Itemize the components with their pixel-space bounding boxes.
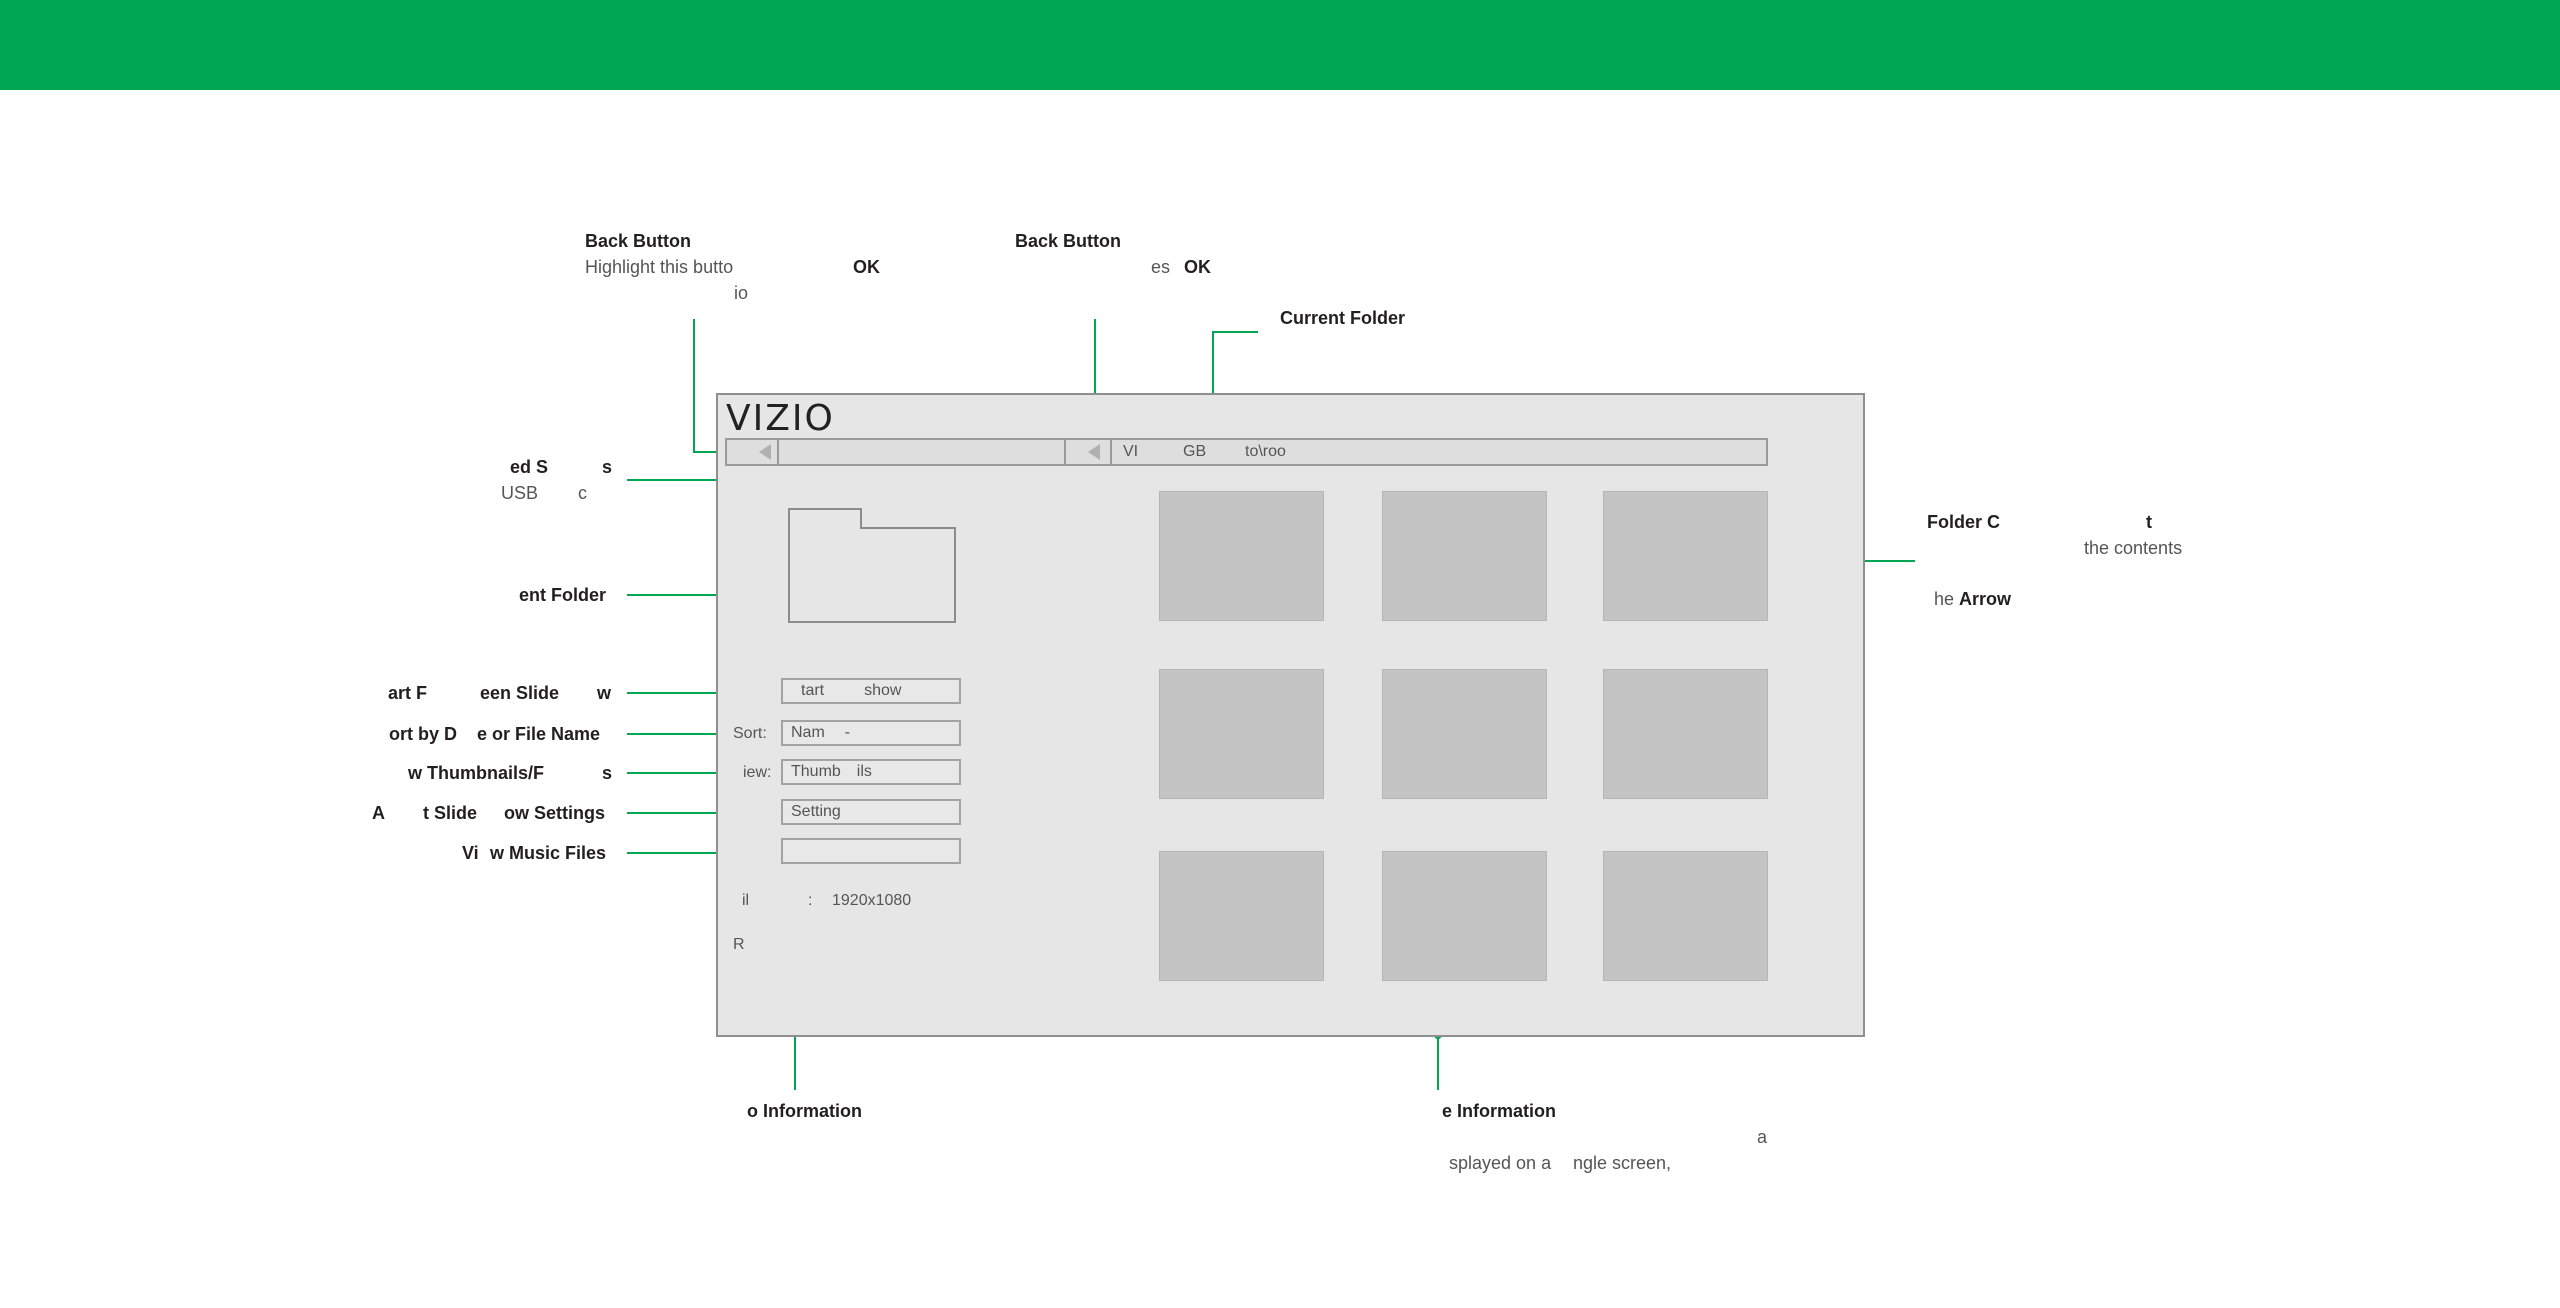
back-button-2-text: es [1151,257,1171,277]
connected-sources-sub-b: c [578,483,587,503]
sort-title-b: e or File Name [477,724,601,744]
path-bar: VI GB to\roo [725,438,1768,466]
sort-label: Sort: [733,725,767,742]
thumbnail[interactable] [1382,491,1547,621]
resolution-value: 1920x1080 [832,892,912,909]
back-button-1-title: Back Button [585,231,692,251]
settings-title-a: A [372,803,385,823]
view-title-a: w Thumbnails/F [408,763,545,783]
thumbnail[interactable] [1382,669,1547,799]
connected-sources-title-b: s [602,457,613,477]
current-folder-title: Current Folder [1280,308,1406,328]
thumbnail[interactable] [1159,851,1324,981]
connected-sources-title-a: ed S [510,457,549,477]
slideshow-title-c: w [597,683,612,703]
page-info-title: e Information [1442,1101,1557,1121]
connected-sources-sub-a: USB [501,483,539,503]
back-arrow-icon [759,444,771,460]
thumbnail[interactable] [1382,851,1547,981]
thumbnail[interactable] [1159,669,1324,799]
info-line-2: R [733,936,745,953]
settings-title-b: t Slide [423,803,478,823]
photo-info-title: o Information [747,1101,862,1121]
thumbnail[interactable] [1159,491,1324,621]
back-button-2-title: Back Button [1015,231,1122,251]
parent-folder-title: ent Folder [519,585,607,605]
source-path-field [779,440,1066,464]
sort-title-a: ort by D [389,724,458,744]
music-button[interactable] [781,838,961,864]
back-button-1-ok: OK [853,257,880,277]
vizio-logo: VIZIO [726,398,835,439]
thumbnail[interactable] [1603,851,1768,981]
view-label: iew: [743,764,772,781]
slideshow-title-a: art F [388,683,428,703]
thumbnail[interactable] [1603,669,1768,799]
music-title-b: w Music Files [490,843,607,863]
current-folder-path: to\roo [1245,443,1286,460]
page-info-text-2a: splayed on a [1449,1153,1552,1173]
info-separator: : [808,892,813,909]
parent-folder-icon[interactable] [788,508,956,623]
settings-title-c: ow Settings [504,803,606,823]
page-info-text: a [1757,1127,1768,1147]
header-band [0,0,2560,90]
slideshow-title-b: een Slide [480,683,560,703]
sort-dropdown[interactable]: Nam- [781,720,961,746]
folder-contents-title-b: t [2146,512,2152,532]
folder-contents-arrow: Arrow [1959,589,2012,609]
folder-contents-text-2a: he [1934,589,1955,609]
back-button-1-text-2: io [734,283,749,303]
back-button-right[interactable] [1066,440,1112,464]
info-label: il [742,892,750,909]
back-arrow-icon [1088,444,1100,460]
back-button-2-ok: OK [1184,257,1211,277]
settings-button[interactable]: Setting [781,799,961,825]
page-info-text-2b: ngle screen, [1573,1153,1672,1173]
back-button-1-text: Highlight this butto [585,257,734,277]
view-title-b: s [602,763,613,783]
folder-contents-text: the contents [2084,538,2183,558]
music-title-a: Vi [462,843,479,863]
folder-contents-title-a: Folder C [1927,512,2001,532]
back-button-left[interactable] [727,440,779,464]
path-segment: GB [1183,443,1207,460]
path-segment: VI [1123,443,1139,460]
thumbnail[interactable] [1603,491,1768,621]
